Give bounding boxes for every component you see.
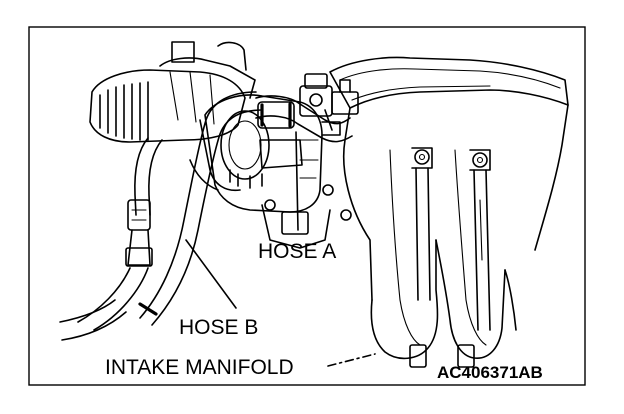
hose-a-leader-line: [295, 131, 299, 231]
air-intake-hose-drawing: [89, 41, 256, 192]
breather-hose-drawing: [59, 137, 163, 341]
hose-b-leader-line: [185, 239, 237, 309]
intake-manifold-label: INTAKE MANIFOLD: [105, 356, 294, 379]
intake-manifold-drawing: [329, 56, 569, 368]
intake-manifold-leader-line: [327, 353, 376, 367]
callout-leaders: [185, 131, 376, 367]
hose-a-drawing: [255, 95, 353, 143]
hose-a-label: HOSE A: [258, 240, 336, 263]
hose-b-drawing: [138, 91, 263, 326]
hose-b-label: HOSE B: [179, 316, 258, 339]
figure-code-label: AC406371AB: [437, 363, 543, 382]
